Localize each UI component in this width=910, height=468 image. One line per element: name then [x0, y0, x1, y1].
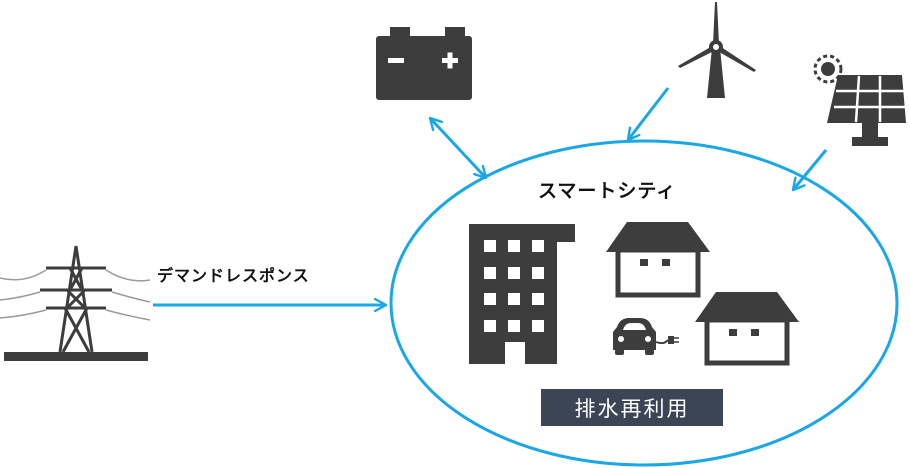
solar-panel-icon — [813, 54, 906, 146]
solar-arrow — [793, 149, 828, 190]
water-reuse-label: 排水再利用 — [541, 389, 723, 426]
house-icon — [606, 222, 710, 298]
office-building-icon — [469, 224, 575, 364]
battery-icon — [376, 27, 472, 100]
smart-city-boundary — [389, 139, 899, 467]
house-icon — [695, 292, 799, 366]
wind-arrow — [628, 87, 670, 140]
electric-car-icon — [613, 318, 679, 355]
demand-response-label: デマンドレスポンス — [157, 266, 310, 285]
battery-arrow — [430, 118, 486, 178]
transmission-tower-icon — [0, 245, 151, 361]
smart-city-title: スマートシティ — [538, 180, 677, 202]
wind-turbine-icon — [678, 2, 756, 98]
